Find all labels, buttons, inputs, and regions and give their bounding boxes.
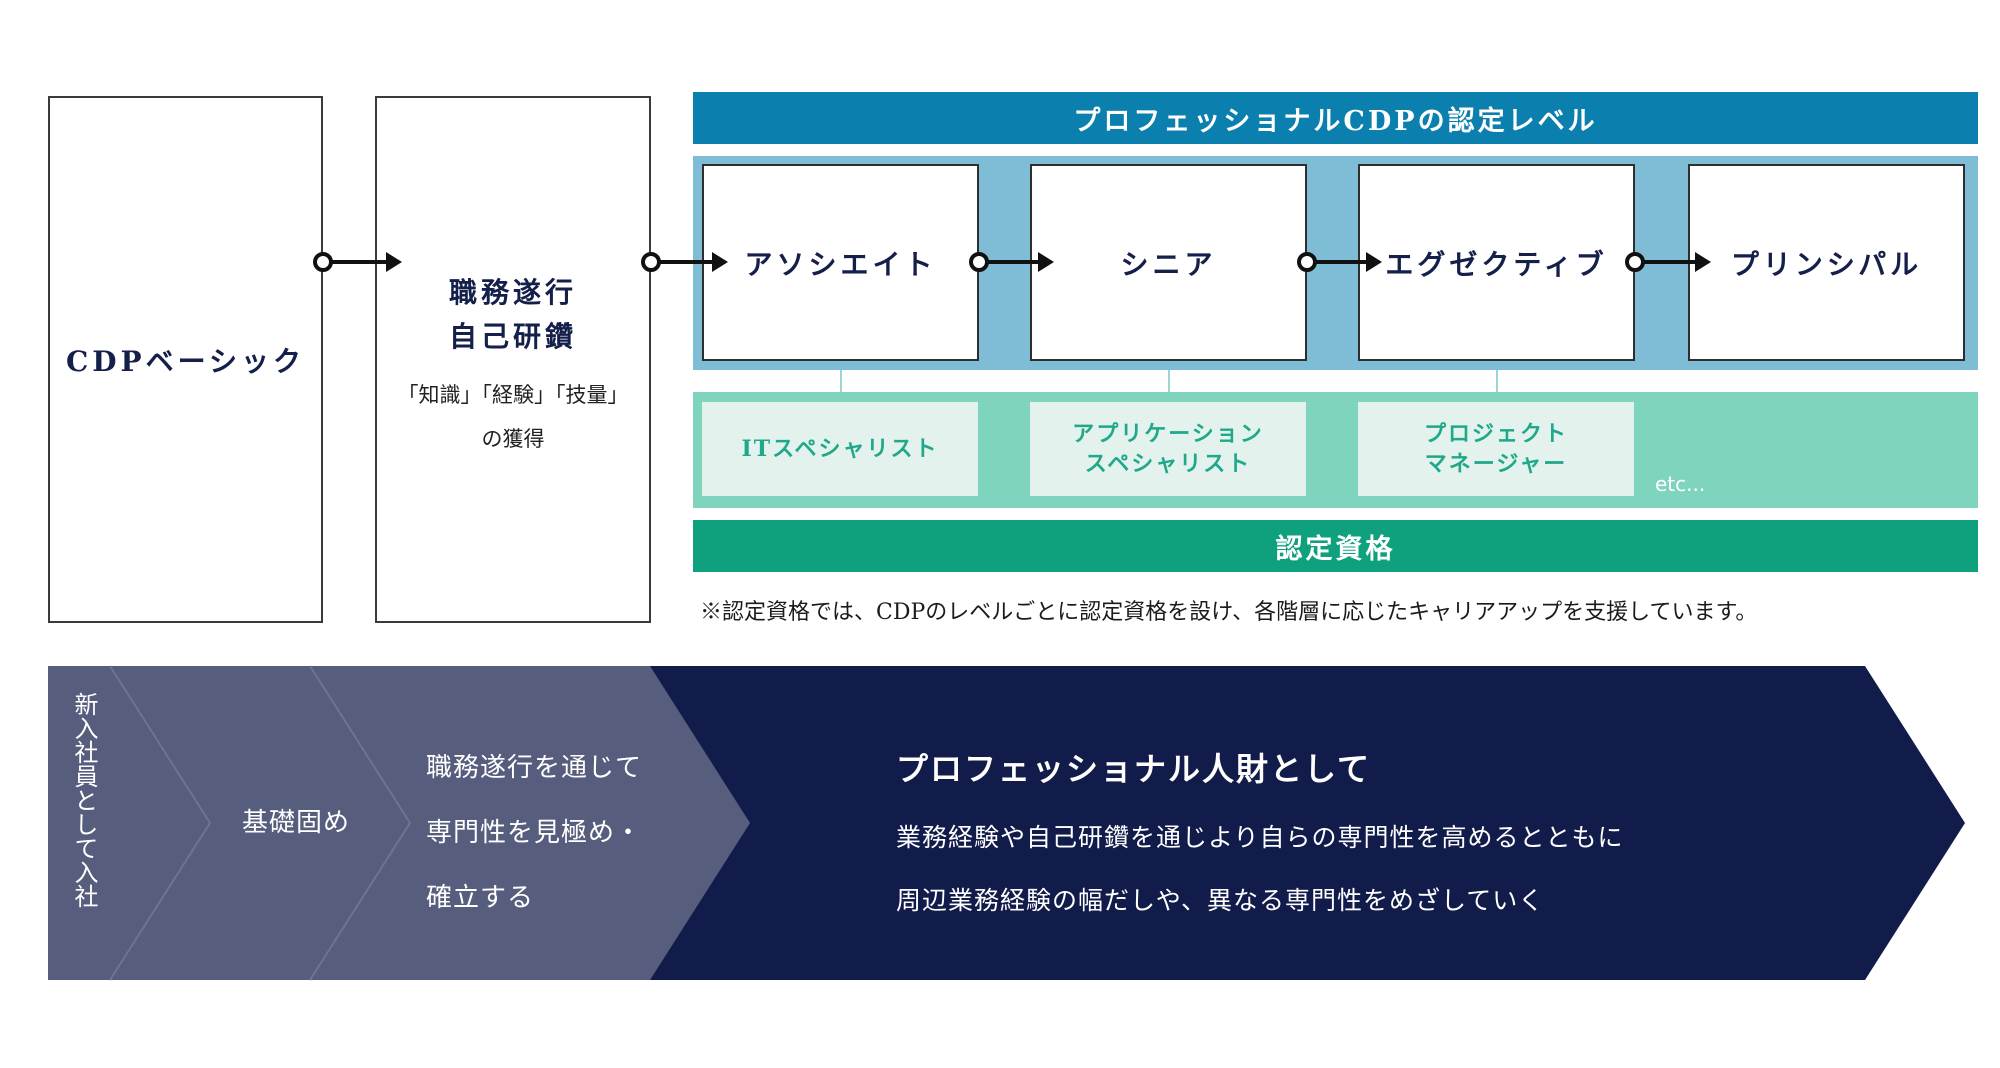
job-training-desc-1: 「知識」「経験」「技量」 (397, 383, 629, 407)
connector-line (840, 370, 842, 392)
specialist-project-manager: プロジェクト マネージャー (1358, 402, 1634, 496)
connector-line (1168, 370, 1170, 392)
job-training-box: 職務遂行 自己研鑽 「知識」「経験」「技量」 の獲得 (375, 96, 651, 623)
timeline-stage-foundation (110, 666, 410, 980)
level-principal: プリンシパル (1688, 164, 1965, 361)
level-senior: シニア (1030, 164, 1307, 361)
timeline-foundation-label: 基礎固め (242, 808, 351, 838)
footnote: ※認定資格では、CDPのレベルごとに認定資格を設け、各階層に応じたキャリアアップ… (700, 600, 1758, 625)
chevron-divider (109, 665, 212, 981)
timeline-professional-line-2: 周辺業務経験の幅だしや、異なる専門性をめざしていく (896, 886, 1545, 915)
timeline-stage-establish (310, 666, 750, 980)
job-training-desc-2: の獲得 (481, 427, 545, 451)
specialist-it: ITスペシャリスト (702, 402, 978, 496)
timeline-professional-line-1: 業務経験や自己研鑽を通じより自らの専門性を高めるとともに (896, 823, 1624, 852)
job-training-title-2: 自己研鑽 (448, 320, 577, 353)
level-associate: アソシエイト (702, 164, 979, 361)
professional-cdp-header: プロフェッショナルCDPの認定レベル (693, 92, 1978, 144)
cdp-basic-box: CDPベーシック (48, 96, 323, 623)
specialist-application-line2: スペシャリスト (1084, 451, 1252, 477)
timeline-stage-join (48, 666, 210, 980)
connector-line (1496, 370, 1498, 392)
level-executive: エグゼクティブ (1358, 164, 1635, 361)
specialist-etc: etc... (1655, 472, 1706, 496)
timeline-establish-line-2: 専門性を見極め・ (426, 818, 643, 848)
chevron-divider (309, 665, 412, 981)
specialist-application: アプリケーション スペシャリスト (1030, 402, 1306, 496)
specialist-pm-line2: マネージャー (1424, 451, 1568, 477)
certification-header-label: 認定資格 (1275, 533, 1396, 565)
professional-cdp-header-label: プロフェッショナルCDPの認定レベル (1073, 105, 1598, 137)
timeline-stage-professional (650, 666, 1965, 980)
level-principal-label: プリンシパル (1730, 247, 1923, 281)
timeline-professional-title: プロフェッショナル人財として (896, 750, 1372, 788)
specialist-it-label: ITスペシャリスト (741, 436, 939, 462)
timeline-establish-line-1: 職務遂行を通じて (426, 753, 643, 783)
level-executive-label: エグゼクティブ (1385, 247, 1608, 281)
cdp-basic-label: CDPベーシック (65, 344, 306, 378)
timeline-join-label: 新入社員として入社 (70, 692, 98, 908)
specialist-application-line1: アプリケーション (1072, 421, 1264, 447)
specialist-pm-line1: プロジェクト (1423, 421, 1568, 447)
level-senior-label: シニア (1120, 247, 1217, 281)
job-training-title-1: 職務遂行 (448, 276, 577, 309)
certification-header: 認定資格 (693, 520, 1978, 572)
level-associate-label: アソシエイト (744, 247, 937, 281)
timeline-establish-line-3: 確立する (426, 883, 535, 913)
